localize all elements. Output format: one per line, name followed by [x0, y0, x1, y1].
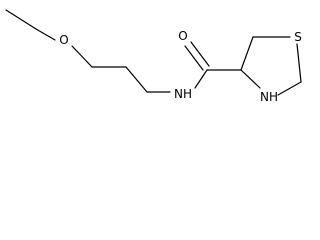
ring-nitrogen-label: NH — [260, 90, 278, 104]
bond-s-c2 — [296, 43, 302, 83]
bond-c4-c5 — [240, 36, 254, 71]
bond-carbonyl-double-a — [184, 45, 204, 71]
bond-n-c4 — [240, 69, 261, 89]
carbonyl-oxygen-label: O — [178, 29, 187, 43]
bond-n-carbonyl — [194, 69, 208, 89]
ring-sulfur-label: S — [294, 30, 302, 44]
ether-oxygen-label: O — [59, 33, 68, 47]
bond-ch3-ch2 — [5, 9, 37, 30]
molecule-diagram: O NH O S NH — [5, 9, 302, 104]
bond-o-ch2 — [71, 45, 93, 68]
bond-ch2-o — [35, 28, 56, 41]
amide-nitrogen-label: NH — [174, 87, 192, 101]
bond-ch2-ch2-b — [125, 66, 148, 93]
bond-carbonyl-double-b — [190, 41, 210, 67]
bond-c2-n — [277, 81, 302, 96]
